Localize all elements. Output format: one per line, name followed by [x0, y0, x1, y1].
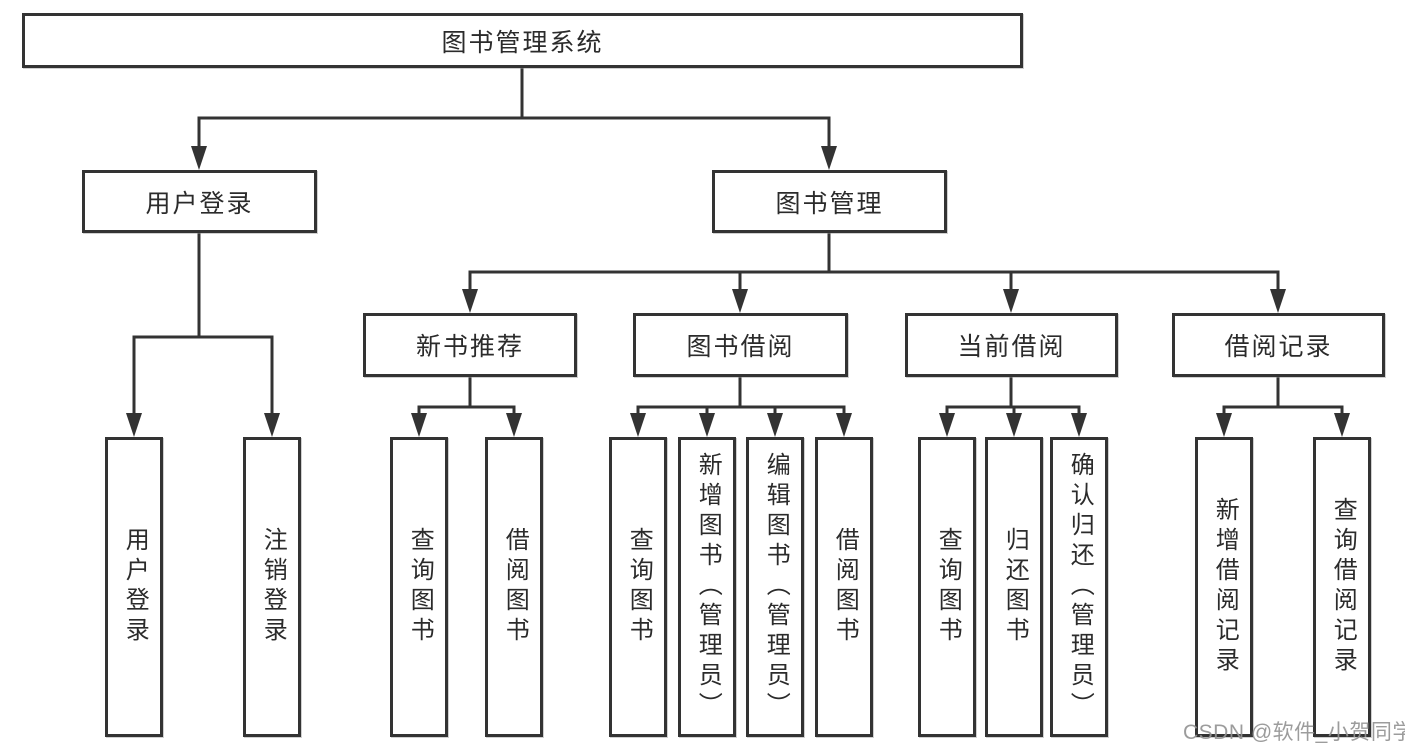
node-label: 编辑图书（管理员） [762, 452, 790, 722]
node-label: 用户登录 [121, 527, 149, 647]
node-leaf-confirm-return-admin: 确认归还（管理员） [1050, 437, 1108, 737]
node-label: 查询借阅记录 [1329, 497, 1357, 677]
watermark: CSDN @软件_小贺同学 [1183, 721, 1405, 744]
node-label: 查询图书 [934, 527, 962, 647]
node-label: 用户登录 [145, 189, 254, 218]
node-leaf-add-borrow-record: 新增借阅记录 [1195, 437, 1253, 737]
node-leaf-query-books-current: 查询图书 [918, 437, 976, 737]
node-label: 借阅图书 [501, 527, 529, 647]
node-label: 查询图书 [406, 527, 434, 647]
node-leaf-user-login: 用户登录 [105, 437, 163, 737]
node-label: 借阅图书 [831, 527, 859, 647]
node-label: 确认归还（管理员） [1066, 452, 1094, 722]
node-leaf-edit-books-admin: 编辑图书（管理员） [746, 437, 804, 737]
node-book-borrowing: 图书借阅 [633, 313, 848, 377]
node-label: 查询图书 [625, 527, 653, 647]
node-label: 图书管理系统 [441, 28, 604, 57]
node-label: 图书借阅 [686, 333, 795, 361]
node-current-borrowing: 当前借阅 [905, 313, 1118, 377]
node-leaf-query-borrow-record: 查询借阅记录 [1313, 437, 1371, 737]
node-leaf-return-books: 归还图书 [985, 437, 1043, 737]
node-label: 图书管理 [775, 189, 884, 218]
node-leaf-borrow-books-borrowing: 借阅图书 [815, 437, 873, 737]
node-borrowing-records: 借阅记录 [1172, 313, 1385, 377]
node-label: 当前借阅 [957, 333, 1066, 361]
node-label: 归还图书 [1001, 527, 1029, 647]
node-leaf-query-books-borrowing: 查询图书 [609, 437, 667, 737]
node-user-login: 用户登录 [82, 170, 317, 233]
node-leaf-logout: 注销登录 [243, 437, 301, 737]
node-library-management-system: 图书管理系统 [22, 13, 1023, 68]
node-label: 新增图书（管理员） [694, 452, 722, 722]
node-new-book-recommendation: 新书推荐 [363, 313, 577, 377]
node-leaf-query-books-recommend: 查询图书 [390, 437, 448, 737]
node-label: 借阅记录 [1224, 333, 1333, 361]
node-label: 新增借阅记录 [1211, 497, 1239, 677]
node-book-management: 图书管理 [712, 170, 947, 233]
node-label: 新书推荐 [415, 333, 524, 361]
node-leaf-borrow-books-recommend: 借阅图书 [485, 437, 543, 737]
node-label: 注销登录 [259, 527, 287, 647]
node-leaf-add-books-admin: 新增图书（管理员） [678, 437, 736, 737]
